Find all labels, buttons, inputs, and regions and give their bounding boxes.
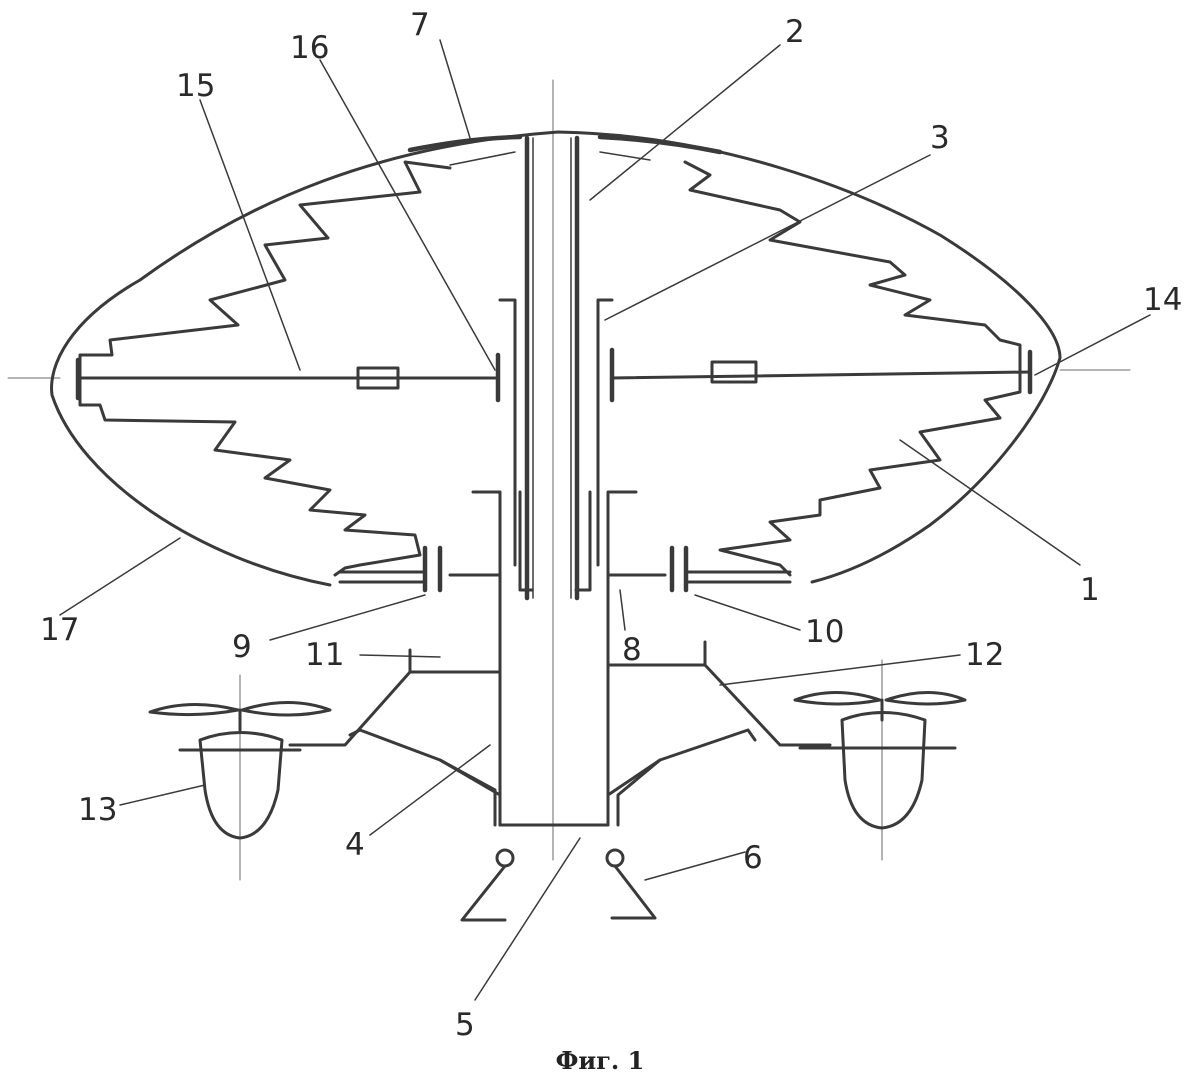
label-1: 1 — [1080, 572, 1100, 608]
right-propeller-pod — [793, 659, 967, 861]
label-8: 8 — [622, 632, 642, 668]
label-7: 7 — [410, 7, 430, 43]
label-5: 5 — [455, 1007, 475, 1043]
label-17: 17 — [40, 612, 79, 648]
label-4: 4 — [345, 827, 365, 863]
part-labels: 7 2 16 15 3 14 1 17 9 11 8 10 12 13 4 6 … — [40, 7, 1182, 1043]
label-12: 12 — [965, 637, 1004, 673]
sleeve — [498, 298, 614, 567]
label-13: 13 — [78, 792, 117, 828]
label-16: 16 — [290, 30, 329, 66]
label-15: 15 — [176, 68, 215, 104]
label-14: 14 — [1143, 282, 1182, 318]
outer-envelope — [50, 130, 1062, 587]
leader-lines — [59, 39, 1151, 1001]
label-10: 10 — [805, 614, 844, 650]
label-6: 6 — [743, 840, 763, 876]
left-propeller-pod — [148, 674, 332, 881]
right-bellows — [683, 160, 1022, 577]
left-bellows — [78, 160, 452, 577]
figure-caption: Фиг. 1 — [555, 1046, 645, 1075]
label-3: 3 — [930, 120, 950, 156]
lower-arms — [338, 545, 792, 593]
inner-sleeve-brackets — [471, 490, 638, 592]
fuselage — [498, 573, 610, 827]
landing-gear — [460, 848, 657, 922]
cross-rods — [75, 347, 1033, 403]
label-11: 11 — [305, 637, 344, 673]
label-9: 9 — [232, 629, 252, 665]
label-2: 2 — [785, 14, 805, 50]
top-plate — [407, 134, 723, 166]
center-axes — [7, 79, 1131, 861]
central-tube — [524, 135, 580, 601]
side-brackets — [288, 640, 832, 827]
